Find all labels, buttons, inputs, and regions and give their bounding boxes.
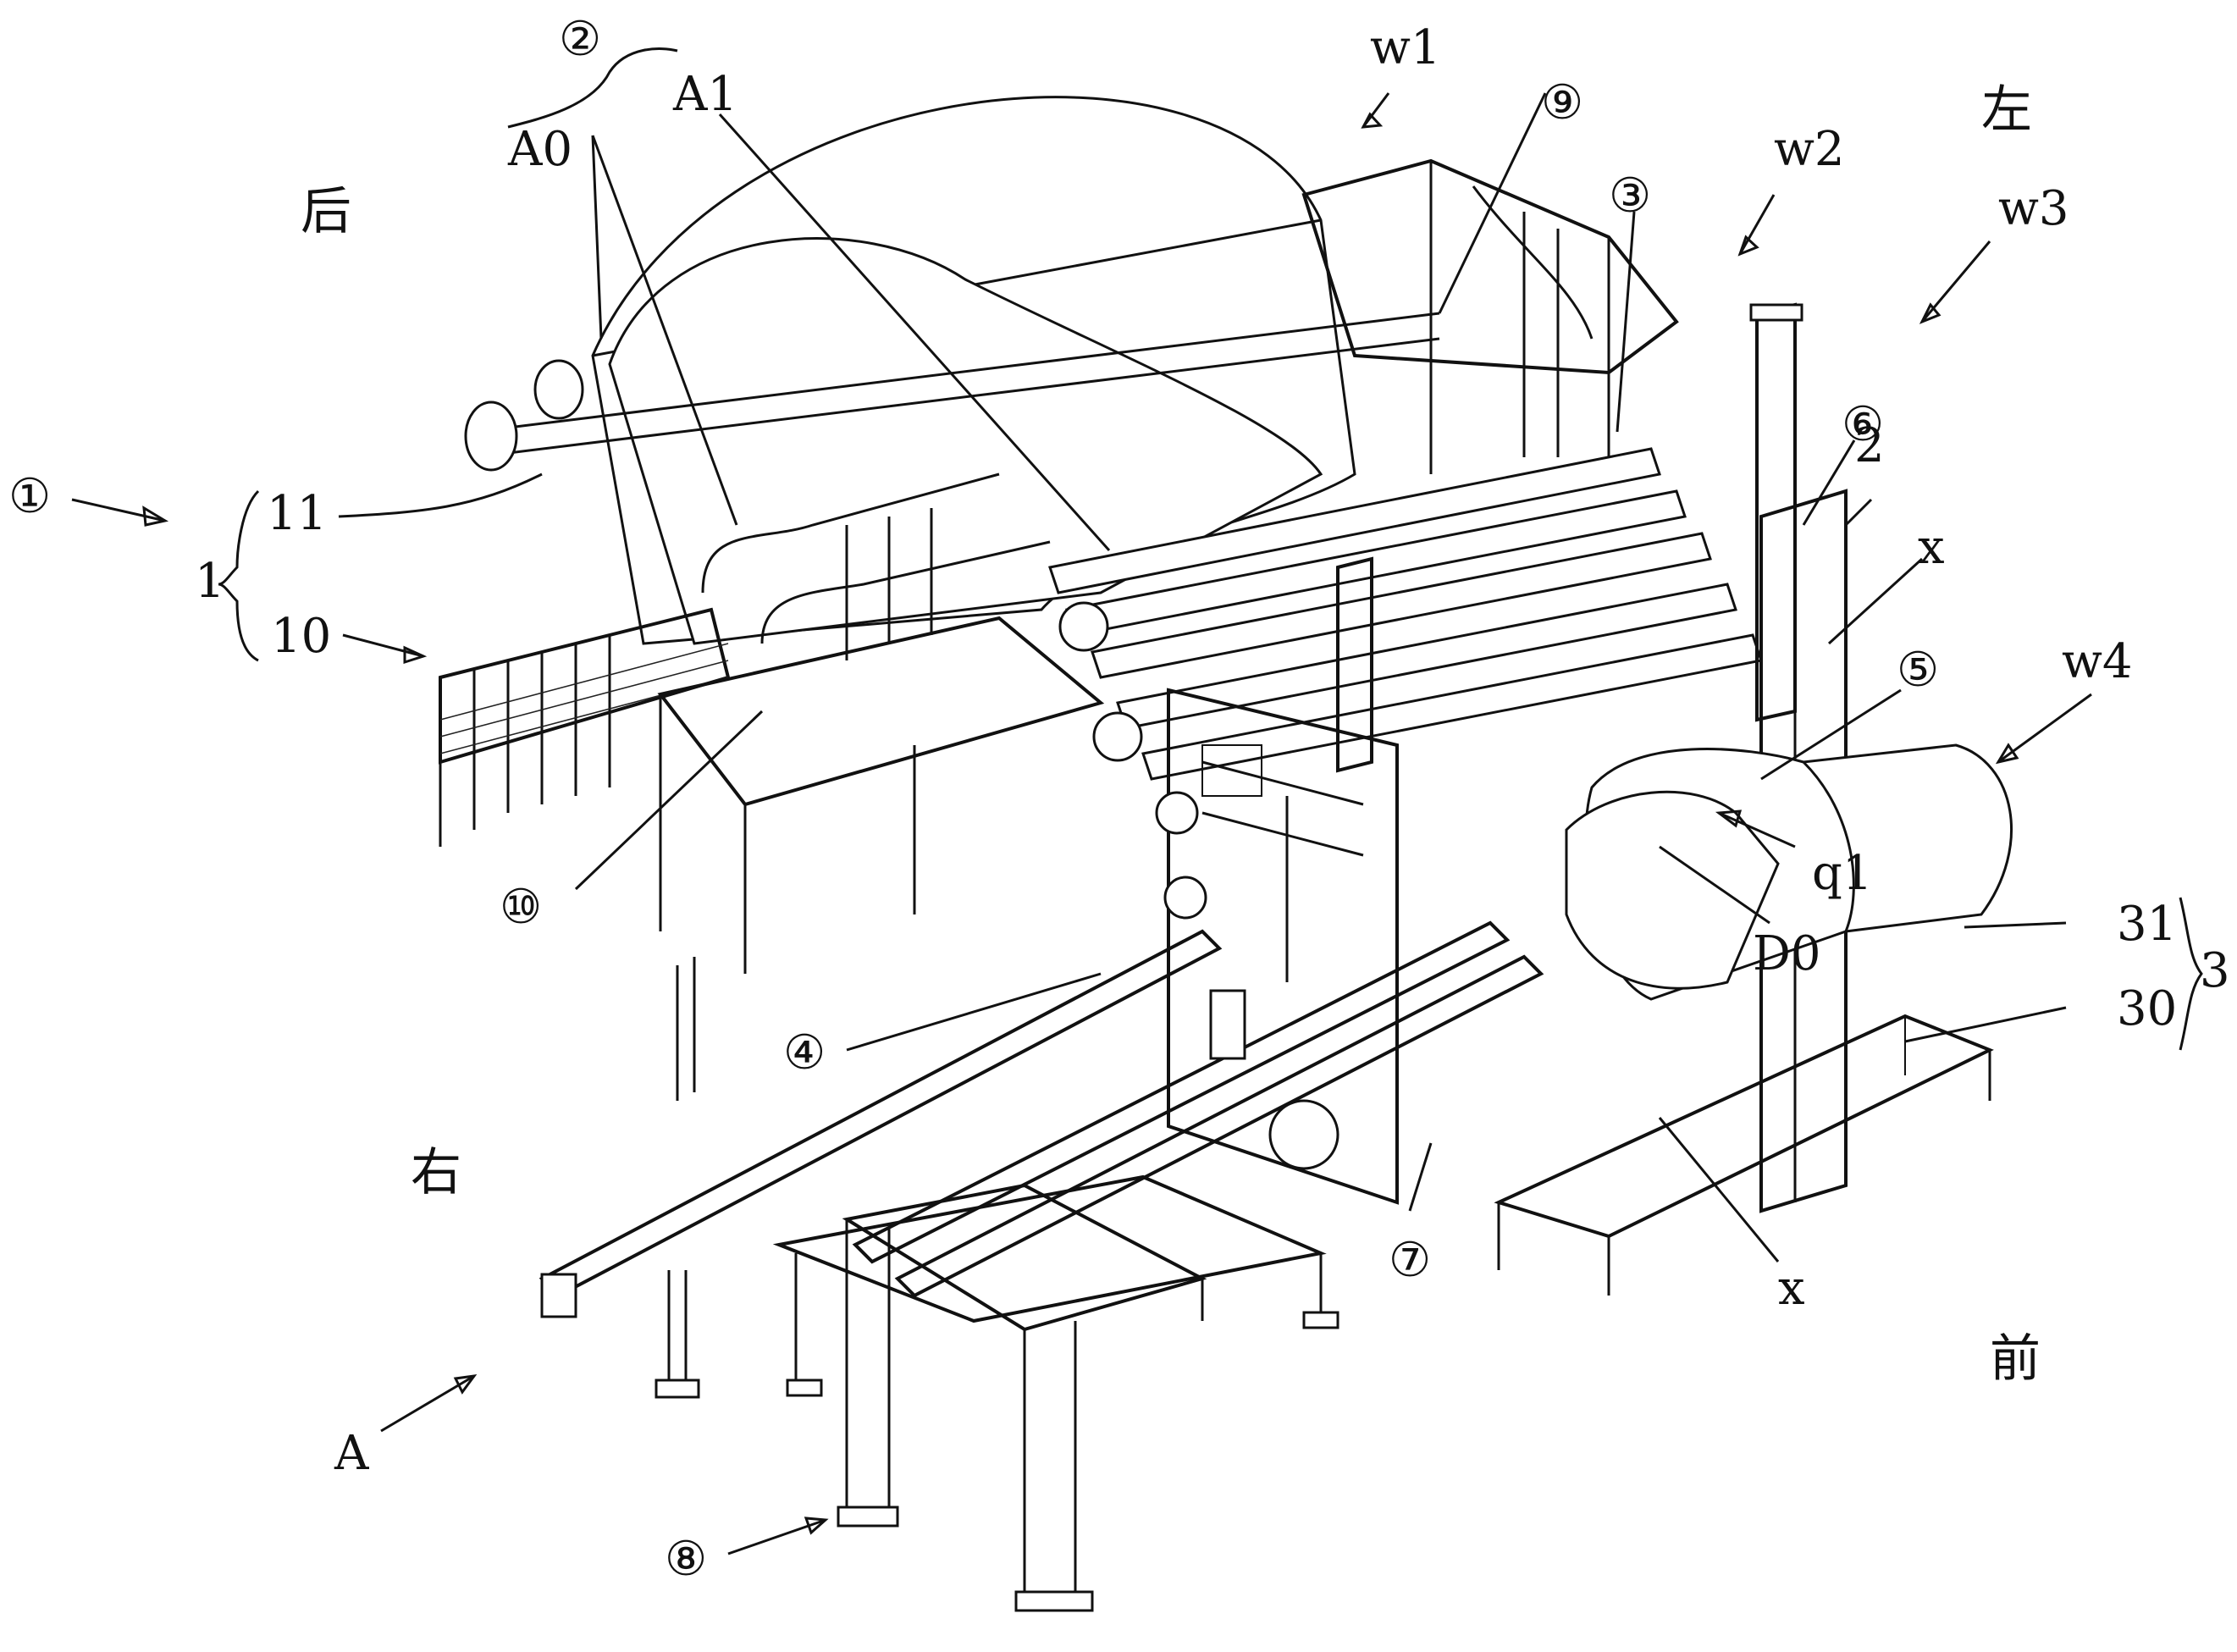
label-3-circled: ③: [1609, 169, 1651, 224]
machine-illustration: [439, 96, 2013, 1612]
label-8-circled: ⑧: [665, 1532, 707, 1587]
label-5-circled: ⑤: [1897, 643, 1939, 698]
label-left: 左: [1981, 80, 2032, 140]
leader-lines: [71, 47, 2203, 1555]
label-right: 右: [411, 1143, 461, 1202]
labels: ① ② ③ ④ ⑤ ⑥ ⑦ ⑧ ⑨ ⑩ A0 A1 w1 w2 w3 w4 1 …: [8, 12, 2230, 1587]
label-3: 3: [2200, 943, 2230, 998]
label-2: 2: [1854, 418, 1885, 473]
label-10-circled: ⑩: [500, 880, 542, 935]
label-w4: w4: [2062, 634, 2133, 689]
label-back: 后: [301, 182, 351, 241]
label-a0: A0: [507, 122, 572, 177]
label-10: 10: [271, 609, 331, 664]
label-7-circled: ⑦: [1389, 1233, 1431, 1288]
label-11: 11: [267, 486, 327, 541]
label-a1: A1: [672, 67, 737, 122]
label-x-bottom: x: [1778, 1261, 1805, 1316]
label-1: 1: [195, 554, 225, 609]
label-d0: D0: [1753, 926, 1821, 981]
label-2-circled: ②: [559, 12, 601, 67]
label-w2: w2: [1774, 122, 1845, 177]
label-x-top: x: [1918, 520, 1945, 575]
label-w1: w1: [1370, 20, 1441, 75]
label-6-circled: ⑥: [1842, 397, 1884, 452]
label-a: A: [334, 1426, 369, 1481]
label-w3: w3: [1998, 181, 2069, 236]
label-31: 31: [2117, 897, 2177, 952]
label-9-circled: ⑨: [1541, 75, 1583, 130]
label-1-circled: ①: [8, 469, 51, 524]
label-front: 前: [1990, 1329, 2041, 1389]
label-q1: q1: [1812, 846, 1872, 901]
label-4-circled: ④: [783, 1025, 826, 1080]
label-30: 30: [2117, 981, 2177, 1036]
